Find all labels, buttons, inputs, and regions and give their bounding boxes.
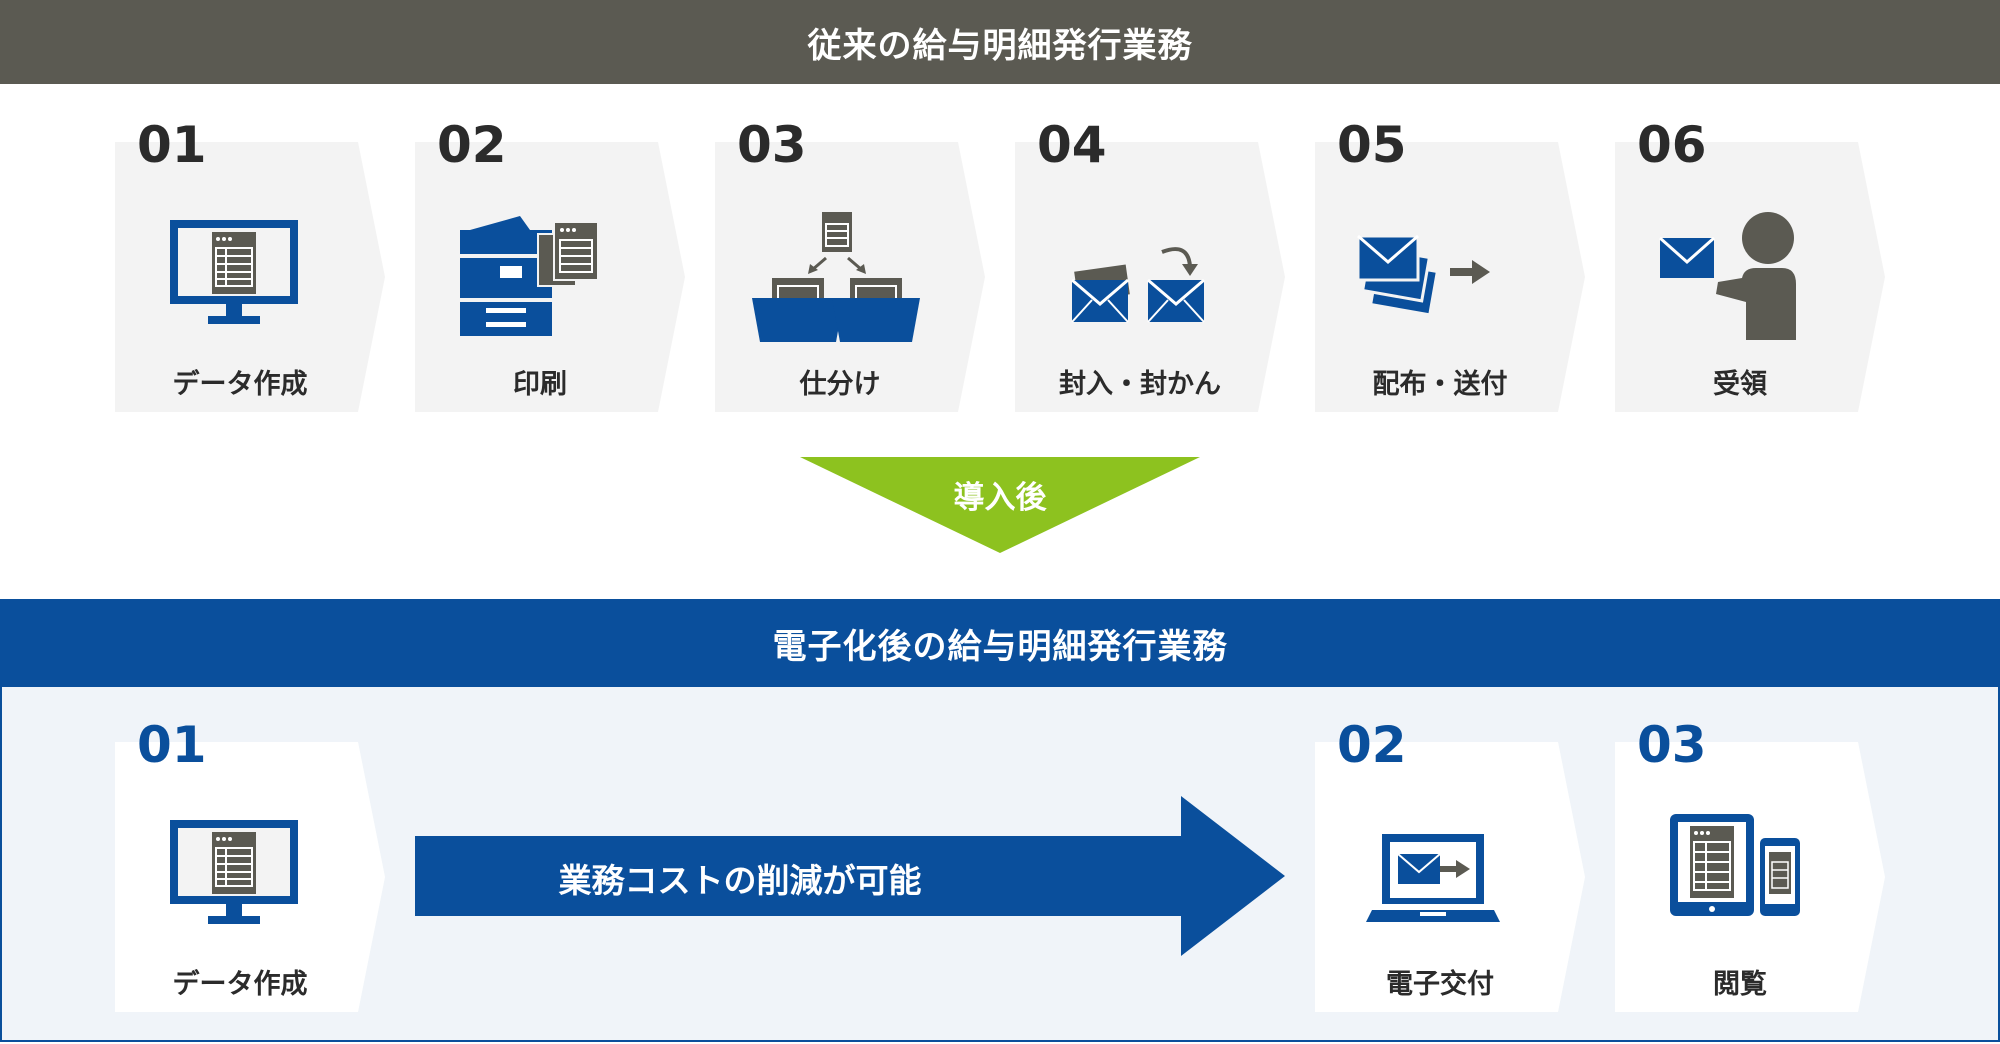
legacy-step-2: 02 印刷 [415, 116, 685, 412]
step-label: 封入・封かん [1059, 369, 1221, 400]
cost-reduction-arrow [415, 796, 1285, 956]
step-number: 03 [1637, 716, 1707, 774]
electronic-step-1: 01 データ作成 [115, 716, 385, 1012]
step-number: 02 [1337, 716, 1407, 774]
printer-icon [450, 212, 620, 342]
transition-label: 導入後 [953, 480, 1047, 516]
tablet-phone-icon [1650, 812, 1820, 942]
step-label: データ作成 [172, 969, 308, 1000]
step-number: 02 [437, 116, 507, 174]
legacy-process-banner: 従来の給与明細発行業務 [0, 0, 2000, 84]
step-number: 03 [737, 116, 807, 174]
electronic-step-2: 02 電子交付 [1315, 716, 1585, 1012]
step-label: 閲覧 [1713, 969, 1767, 1000]
monitor-document-icon [150, 812, 320, 942]
send-envelopes-icon [1350, 212, 1520, 342]
legacy-step-6: 06 受領 [1615, 116, 1885, 412]
step-label: 配布・送付 [1372, 369, 1508, 400]
transition-arrow [800, 457, 1200, 553]
step-label: データ作成 [172, 369, 308, 400]
step-label: 受領 [1713, 369, 1767, 400]
step-label: 電子交付 [1386, 969, 1494, 1000]
legacy-step-5: 05 配布・送付 [1315, 116, 1585, 412]
monitor-document-icon [150, 212, 320, 342]
cost-reduction-label: 業務コストの削減が可能 [558, 861, 922, 900]
legacy-step-1: 01 データ作成 [115, 116, 385, 412]
legacy-process-title: 従来の給与明細発行業務 [807, 25, 1193, 66]
step-number: 01 [137, 116, 207, 174]
electronic-process-title: 電子化後の給与明細発行業務 [772, 626, 1228, 667]
legacy-step-3: 03 仕分け [715, 116, 985, 412]
electronic-process-banner: 電子化後の給与明細発行業務 [0, 599, 2000, 687]
step-label: 仕分け [799, 369, 881, 400]
step-label: 印刷 [513, 369, 567, 400]
step-number: 06 [1637, 116, 1707, 174]
person-receive-icon [1650, 212, 1820, 342]
laptop-envelope-icon [1350, 812, 1520, 942]
step-number: 05 [1337, 116, 1407, 174]
step-number: 01 [137, 716, 207, 774]
legacy-step-4: 04 封入・封かん [1015, 116, 1285, 412]
electronic-step-3: 03 閲覧 [1615, 716, 1885, 1012]
envelope-icon [1050, 212, 1220, 342]
sort-documents-icon [750, 212, 920, 342]
step-number: 04 [1037, 116, 1107, 174]
